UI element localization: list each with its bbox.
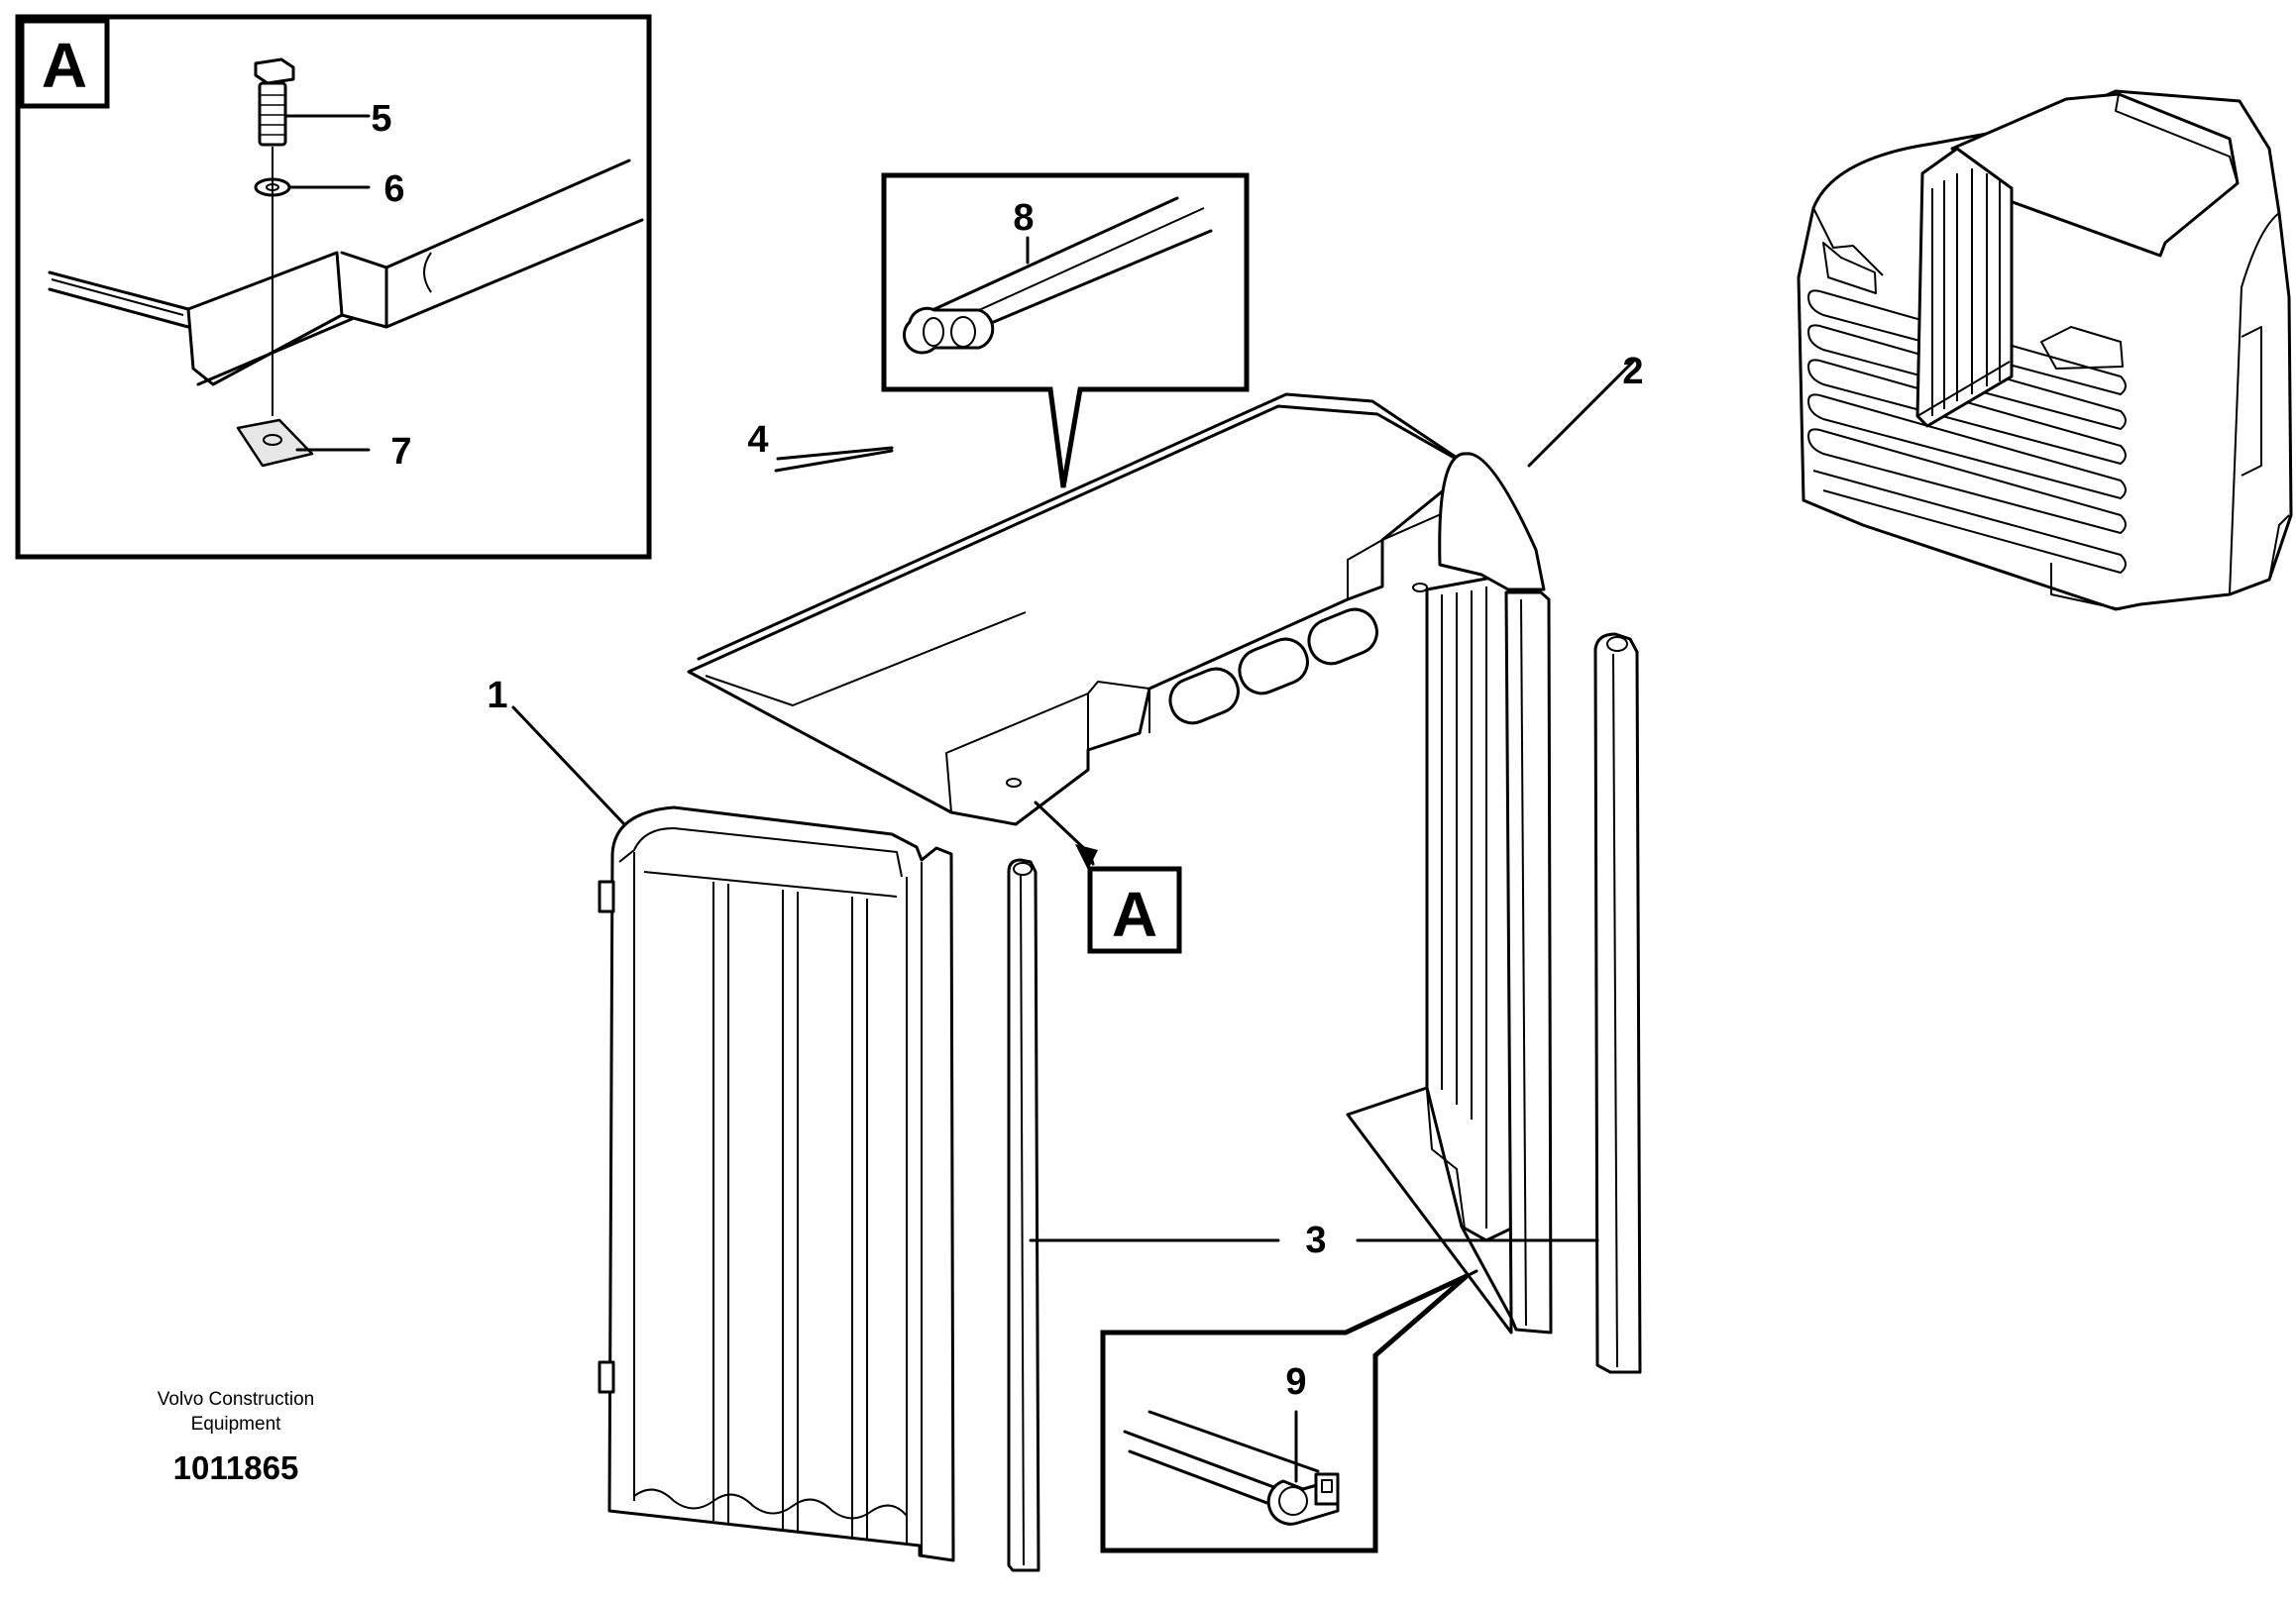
nut-clip-part (236, 418, 371, 468)
seal-9-callout: 9 (1100, 1273, 1469, 1553)
leader-2 (1527, 360, 1635, 468)
callout-7: 7 (390, 431, 411, 473)
callout-5: 5 (371, 98, 391, 140)
bolt-part (254, 57, 371, 147)
detail-a-inset: A (15, 14, 652, 560)
seal-9-callout-frame (1100, 1273, 1469, 1553)
detail-a-marker-box (1087, 866, 1182, 954)
document-number: 1011865 (173, 1449, 299, 1486)
side-panel-left-part (598, 805, 955, 1562)
callout-4: 4 (747, 419, 768, 461)
top-panel-part (687, 392, 1474, 826)
detail-a-letter-box (19, 18, 110, 109)
seal-strip-right-part (1593, 632, 1642, 1374)
callout-8: 8 (1013, 197, 1034, 239)
leader-4-line (776, 446, 894, 461)
detail-a-letter: A (42, 30, 87, 101)
footer-branding: Volvo Construction Equipment 1011865 (158, 1389, 314, 1486)
callout-3: 3 (1305, 1220, 1326, 1261)
brand-line-1: Volvo Construction (158, 1389, 314, 1410)
leader-1 (511, 705, 626, 826)
callout-1: 1 (487, 675, 507, 716)
detail-a-marker-letter: A (1112, 879, 1157, 950)
housing-overview (1797, 89, 2293, 611)
side-panel-right-part (1346, 452, 1553, 1335)
detail-a-marker: A (1034, 801, 1182, 954)
callout-9: 9 (1285, 1361, 1306, 1403)
seal-strip-left-part (1007, 858, 1040, 1572)
callout-6: 6 (383, 168, 404, 210)
detail-a-frame (15, 14, 652, 560)
callout-2: 2 (1622, 351, 1643, 392)
seal-9-profile (1123, 1410, 1340, 1526)
brand-line-2: Equipment (191, 1414, 282, 1435)
seal-8-callout: 8 (881, 172, 1250, 488)
detail-bracket-profile (48, 159, 644, 386)
leader-9-tip (1465, 1269, 1478, 1278)
seal-8-profile (903, 196, 1213, 355)
leader-4 (774, 449, 894, 473)
